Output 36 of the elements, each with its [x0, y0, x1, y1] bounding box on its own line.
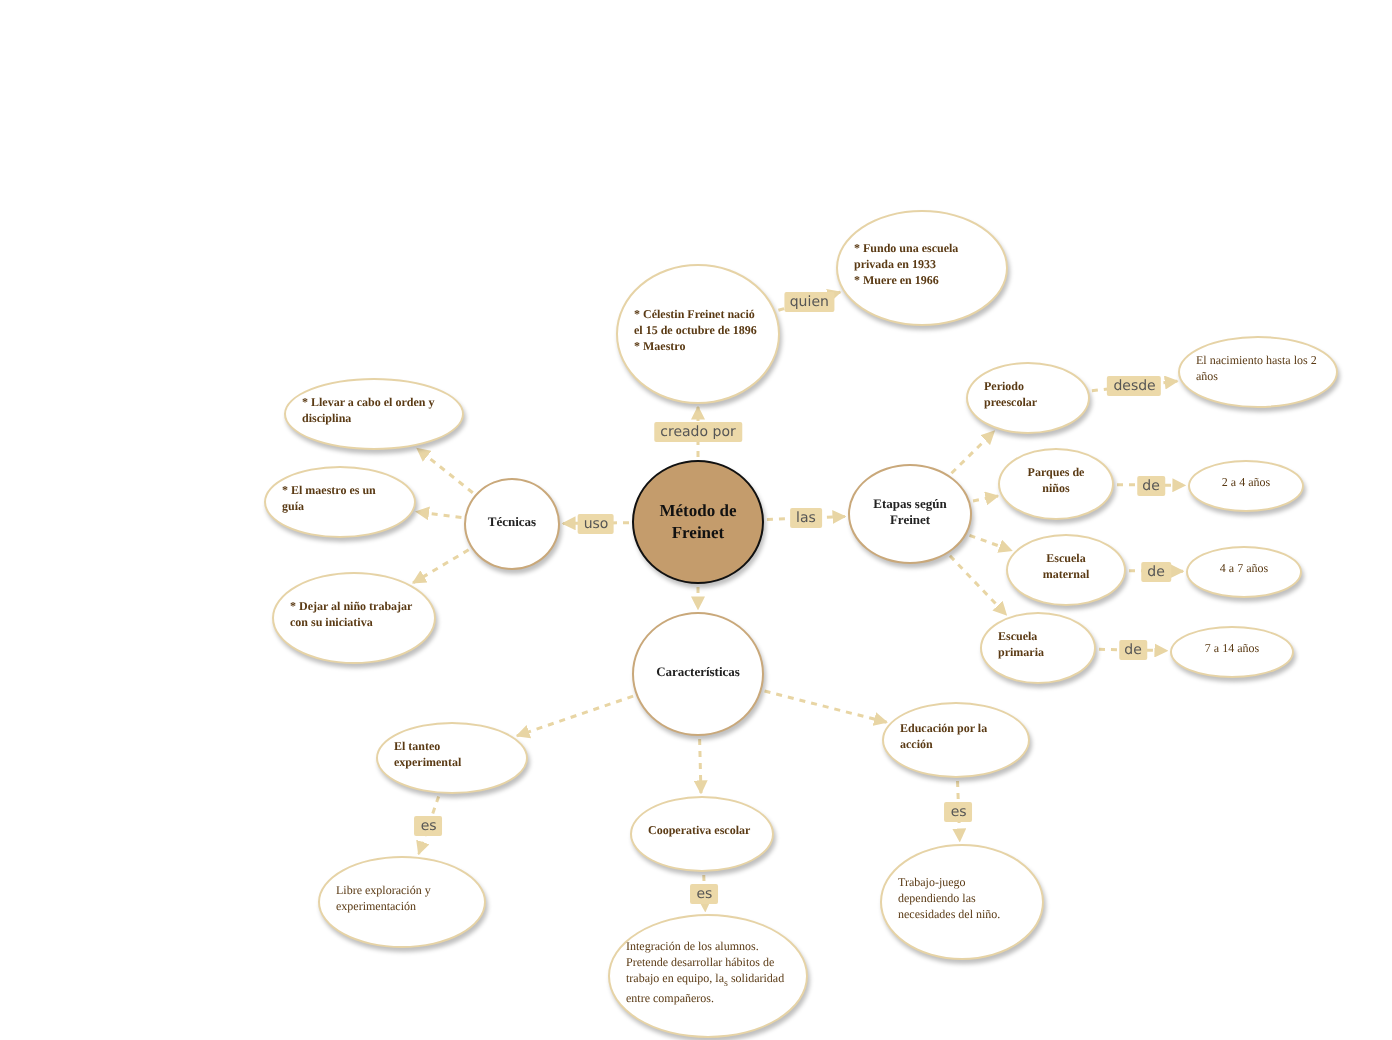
- connector-arrow: [952, 780, 967, 843]
- topic-ellipse: [630, 796, 774, 872]
- topic-ellipse: [836, 210, 1008, 326]
- connector-arrow: [515, 694, 634, 739]
- connector-arrow: [950, 430, 996, 475]
- connector-arrow: [972, 491, 1000, 506]
- topic-ellipse: [966, 362, 1090, 434]
- topic-ellipse: [376, 722, 528, 794]
- topic-ellipse: [1178, 336, 1338, 408]
- topic-ellipse: [848, 464, 972, 564]
- topic-ellipse: [272, 572, 436, 664]
- central-topic-circle: [632, 460, 764, 584]
- node-text: Método de Freinet: [657, 499, 739, 545]
- connector-arrow: [416, 447, 474, 494]
- topic-ellipse: [998, 448, 1114, 520]
- connector-arrow: [691, 587, 705, 611]
- connector-arrow: [697, 874, 712, 913]
- topic-ellipse: [464, 478, 560, 570]
- connector-arrow: [948, 554, 1008, 616]
- topic-ellipse: [264, 466, 416, 538]
- topic-ellipse: [1188, 460, 1304, 512]
- connector-arrow: [693, 738, 708, 795]
- topic-ellipse: [882, 702, 1030, 778]
- connector-arrow: [416, 795, 441, 856]
- topic-ellipse: [632, 612, 764, 736]
- topic-ellipse: [1006, 534, 1126, 606]
- connector-arrow: [411, 548, 470, 585]
- topic-ellipse: [318, 856, 486, 948]
- topic-ellipse: [1186, 546, 1302, 598]
- topic-ellipse: [980, 612, 1096, 684]
- topic-ellipse: [1170, 626, 1294, 678]
- connector-arrow: [691, 405, 705, 457]
- connector-arrow: [969, 533, 1013, 553]
- connector-arrow: [764, 689, 888, 726]
- topic-ellipse: [284, 378, 464, 450]
- connector-arrow: [415, 506, 462, 521]
